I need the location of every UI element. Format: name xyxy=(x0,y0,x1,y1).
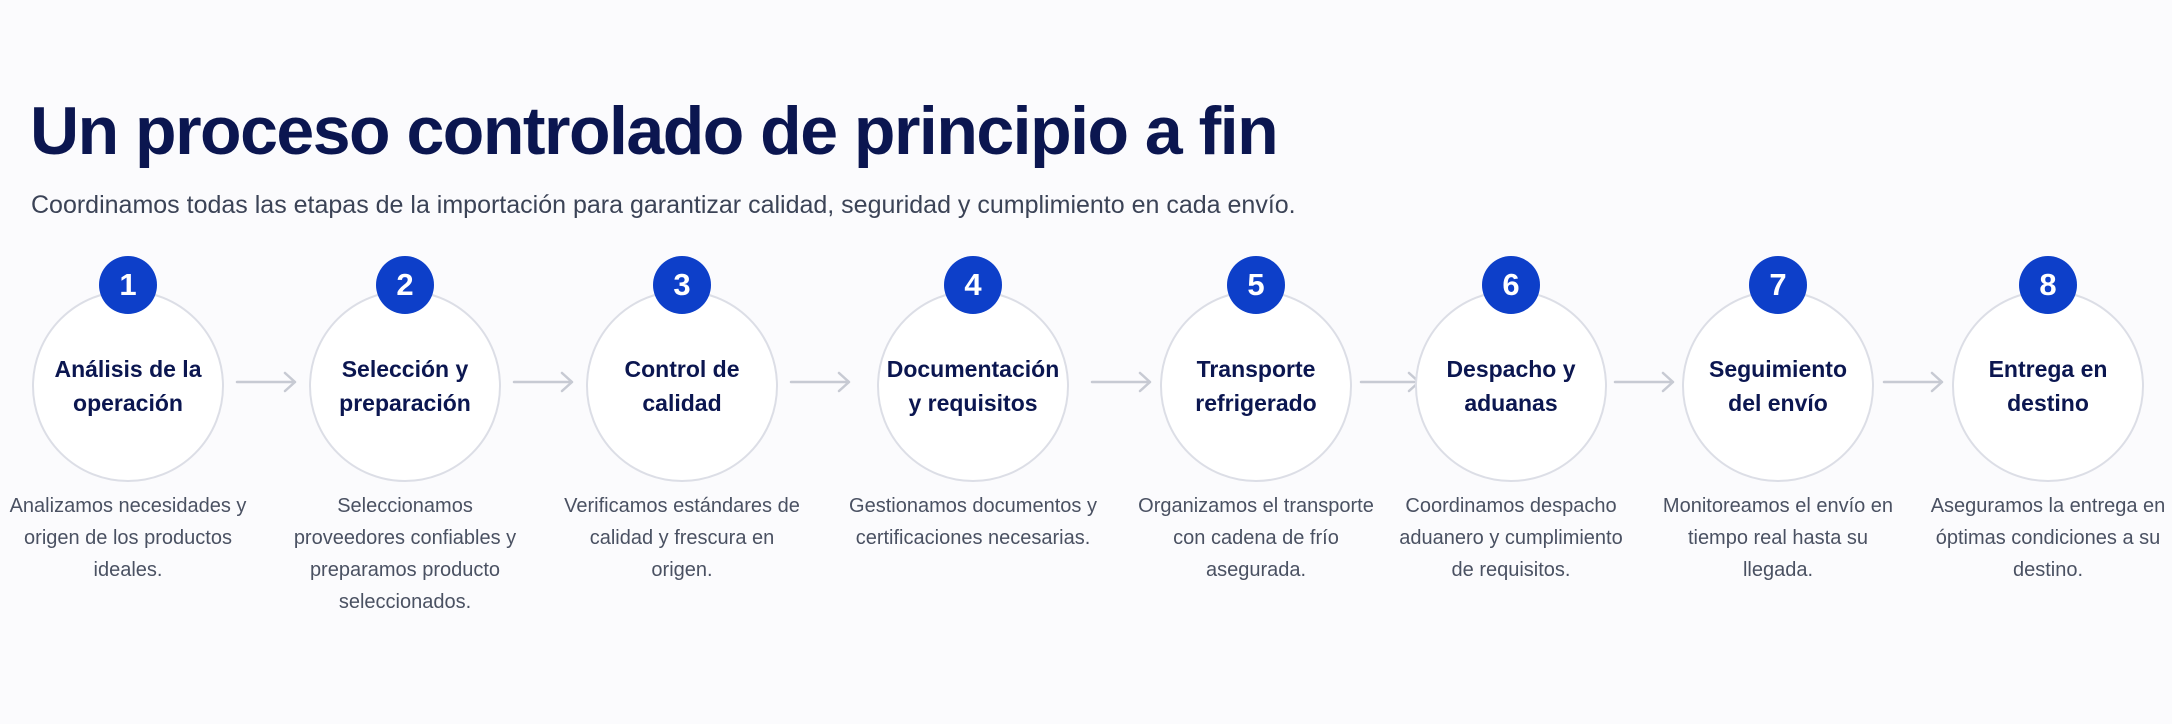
step-title: Entrega en destino xyxy=(1988,356,2108,416)
process-step-3: Control de calidad 3 Verificamos estánda… xyxy=(557,256,807,636)
step-circle: Control de calidad xyxy=(586,290,778,482)
process-step-7: Seguimiento del envío 7 Monitoreamos el … xyxy=(1653,256,1903,636)
page-subtitle: Coordinamos todas las etapas de la impor… xyxy=(31,191,1296,219)
step-number-badge: 2 xyxy=(376,256,434,314)
arrow-right-icon xyxy=(512,370,576,394)
arrow-right-icon xyxy=(1613,370,1677,394)
step-circle: Documentación y requisitos xyxy=(877,290,1069,482)
step-circle: Selección y preparación xyxy=(309,290,501,482)
step-title: Control de calidad xyxy=(624,356,740,416)
step-description: Seleccionamos proveedores confiables y p… xyxy=(293,495,517,613)
step-number-badge: 6 xyxy=(1482,256,1540,314)
step-description: Monitoreamos el envío en tiempo real has… xyxy=(1662,495,1894,581)
step-number-badge: 7 xyxy=(1749,256,1807,314)
step-description: Verificamos estándares de calidad y fres… xyxy=(564,495,800,581)
step-title: Transporte refrigerado xyxy=(1195,356,1317,416)
page-title: Un proceso controlado de principio a fin xyxy=(30,93,1279,169)
step-circle: Seguimiento del envío xyxy=(1682,290,1874,482)
step-title: Seguimiento del envío xyxy=(1708,356,1847,416)
process-step-4: Documentación y requisitos 4 Gestionamos… xyxy=(848,256,1098,636)
process-step-8: Entrega en destino 8 Aseguramos la entre… xyxy=(1923,256,2172,636)
arrow-right-icon xyxy=(789,370,853,394)
step-description: Aseguramos la entrega en óptimas condici… xyxy=(1930,495,2166,581)
step-number-badge: 4 xyxy=(944,256,1002,314)
step-title: Selección y preparación xyxy=(339,356,471,416)
step-title: Despacho y aduanas xyxy=(1446,356,1576,416)
step-description: Organizamos el transporte con cadena de … xyxy=(1138,495,1374,581)
step-circle: Entrega en destino xyxy=(1952,290,2144,482)
step-number-badge: 5 xyxy=(1227,256,1285,314)
step-circle: Despacho y aduanas xyxy=(1415,290,1607,482)
arrow-right-icon xyxy=(235,370,299,394)
step-title: Análisis de la operación xyxy=(54,356,202,416)
process-step-2: Selección y preparación 2 Seleccionamos … xyxy=(280,256,530,636)
step-title: Documentación y requisitos xyxy=(886,356,1060,416)
arrow-right-icon xyxy=(1090,370,1154,394)
step-circle: Análisis de la operación xyxy=(32,290,224,482)
step-circle: Transporte refrigerado xyxy=(1160,290,1352,482)
process-step-6: Despacho y aduanas 6 Coordinamos despach… xyxy=(1386,256,1636,636)
step-description: Gestionamos documentos y certificaciones… xyxy=(849,495,1097,549)
step-description: Coordinamos despacho aduanero y cumplimi… xyxy=(1399,495,1623,581)
step-number-badge: 3 xyxy=(653,256,711,314)
arrow-right-icon xyxy=(1882,370,1946,394)
step-number-badge: 1 xyxy=(99,256,157,314)
process-step-5: Transporte refrigerado 5 Organizamos el … xyxy=(1131,256,1381,636)
process-step-1: Análisis de la operación 1 Analizamos ne… xyxy=(3,256,253,636)
step-number-badge: 8 xyxy=(2019,256,2077,314)
step-description: Analizamos necesidades y origen de los p… xyxy=(9,495,247,581)
